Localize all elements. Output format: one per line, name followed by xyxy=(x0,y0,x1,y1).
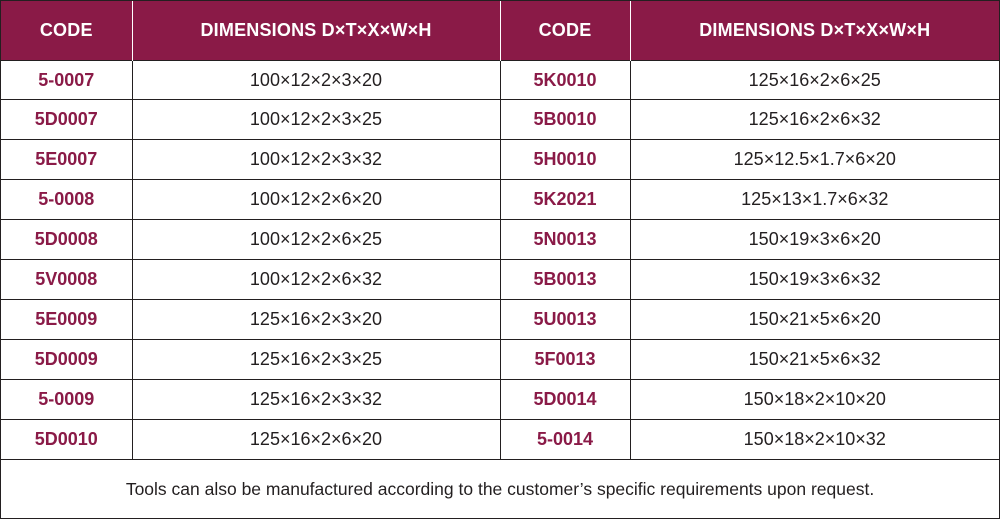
code-cell: 5K0010 xyxy=(499,60,630,100)
dimensions-cell: 150×19×3×6×32 xyxy=(629,259,999,300)
dimensions-cell: 100×12×2×6×20 xyxy=(131,179,500,220)
code-cell: 5-0007 xyxy=(1,60,132,100)
dimensions-cell: 125×16×2×3×32 xyxy=(131,379,500,420)
dimensions-cell: 100×12×2×3×25 xyxy=(131,99,500,140)
code-cell: 5-0009 xyxy=(1,379,132,420)
code-cell: 5B0010 xyxy=(499,99,630,140)
code-cell: 5D0008 xyxy=(1,219,132,260)
dimensions-cell: 125×16×2×6×25 xyxy=(629,60,999,100)
table-header-row: CODE DIMENSIONS D×T×X×W×H CODE DIMENSION… xyxy=(1,1,999,61)
dimensions-cell: 125×16×2×3×25 xyxy=(131,339,500,380)
dimensions-cell: 100×12×2×6×25 xyxy=(131,219,500,260)
header-code-left: CODE xyxy=(1,1,132,61)
header-dimensions-left: DIMENSIONS D×T×X×W×H xyxy=(131,1,500,61)
dimensions-cell: 100×12×2×6×32 xyxy=(131,259,500,300)
dimensions-cell: 100×12×2×3×32 xyxy=(131,139,500,180)
dimensions-cell: 150×21×5×6×20 xyxy=(629,299,999,340)
code-cell: 5H0010 xyxy=(499,139,630,180)
custom-manufacturing-note: Tools can also be manufactured according… xyxy=(1,459,999,519)
dimensions-cell: 125×16×2×6×32 xyxy=(629,99,999,140)
dimensions-cell: 125×16×2×3×20 xyxy=(131,299,500,340)
code-cell: 5B0013 xyxy=(499,259,630,300)
code-cell: 5K2021 xyxy=(499,179,630,220)
code-cell: 5U0013 xyxy=(499,299,630,340)
header-code-right: CODE xyxy=(499,1,630,61)
dimensions-cell: 100×12×2×3×20 xyxy=(131,60,500,100)
code-cell: 5E0007 xyxy=(1,139,132,180)
dimensions-cell: 125×13×1.7×6×32 xyxy=(629,179,999,220)
code-cell: 5N0013 xyxy=(499,219,630,260)
dimensions-cell: 125×12.5×1.7×6×20 xyxy=(629,139,999,180)
dimensions-cell: 125×16×2×6×20 xyxy=(131,419,500,459)
dimensions-cell: 150×21×5×6×32 xyxy=(629,339,999,380)
code-cell: 5D0014 xyxy=(499,379,630,420)
header-dimensions-right: DIMENSIONS D×T×X×W×H xyxy=(629,1,999,61)
code-cell: 5V0008 xyxy=(1,259,132,300)
code-cell: 5E0009 xyxy=(1,299,132,340)
code-cell: 5D0010 xyxy=(1,419,132,459)
dimensions-cell: 150×18×2×10×20 xyxy=(629,379,999,420)
dimensions-cell: 150×19×3×6×20 xyxy=(629,219,999,260)
code-cell: 5-0008 xyxy=(1,179,132,220)
code-cell: 5-0014 xyxy=(499,419,630,459)
dimensions-cell: 150×18×2×10×32 xyxy=(629,419,999,459)
code-cell: 5F0013 xyxy=(499,339,630,380)
code-cell: 5D0007 xyxy=(1,99,132,140)
code-cell: 5D0009 xyxy=(1,339,132,380)
dimensions-table: CODE DIMENSIONS D×T×X×W×H CODE DIMENSION… xyxy=(1,1,999,459)
